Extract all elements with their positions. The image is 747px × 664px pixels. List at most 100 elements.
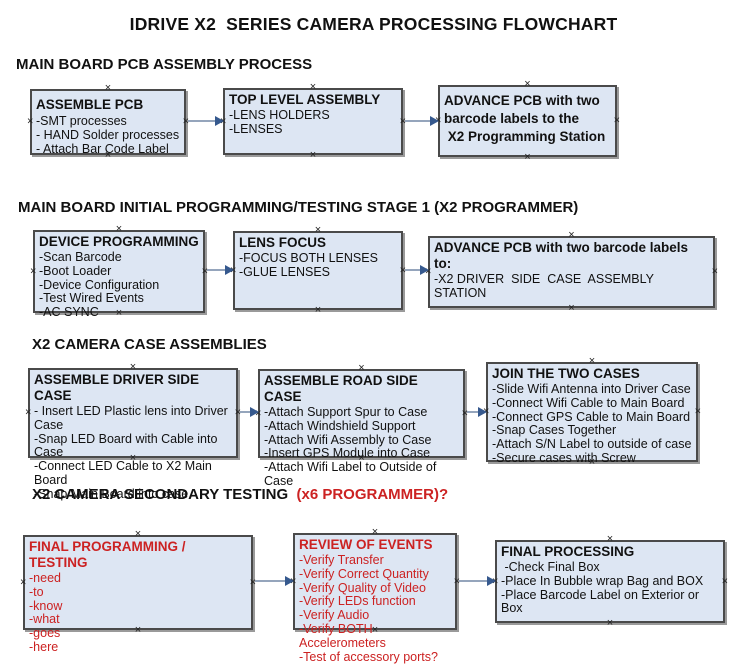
connection-handle[interactable]: ×	[524, 151, 531, 163]
box-item: -LENS HOLDERS	[229, 108, 330, 122]
connection-handle[interactable]: ×	[30, 265, 37, 277]
connection-handle[interactable]: ×	[104, 149, 112, 161]
connection-handle[interactable]: ×	[25, 406, 32, 419]
box-item: - Attach Bar Code Label	[36, 141, 169, 156]
box-title: TOP LEVEL ASSEMBLY	[229, 92, 381, 107]
connection-handle[interactable]: ×	[134, 624, 142, 636]
connection-handle[interactable]: ×	[309, 81, 317, 93]
connection-handle[interactable]: ×	[20, 576, 27, 588]
connection-handle[interactable]: ×	[606, 617, 614, 629]
connection-handle[interactable]: ×	[711, 265, 718, 278]
connection-handle[interactable]: ×	[453, 575, 460, 587]
connection-handle[interactable]: ×	[314, 304, 322, 316]
box-items: -Verify Transfer-Verify Correct Quantity…	[299, 553, 451, 664]
box-final-processing[interactable]: FINAL PROCESSING -Check Final Box-Place …	[492, 534, 728, 629]
box-items: -LENS HOLDERS-LENSES	[229, 108, 397, 137]
box-item: -Verify BOTH Accelerometers	[299, 621, 386, 650]
box-items: - Insert LED Plastic lens into Driver Ca…	[34, 404, 232, 502]
connection-handle[interactable]: ×	[371, 624, 379, 636]
box-item: -Device Configuration	[39, 277, 160, 292]
connection-handle[interactable]: ×	[399, 115, 406, 127]
box-title: ADVANCE PCB with two barcode labels to t…	[444, 93, 606, 144]
connection-handle[interactable]: ×	[358, 362, 365, 374]
box-item: -Snap Main Board into case	[34, 486, 189, 501]
arrow-head-icon	[478, 407, 487, 417]
box-item: - HAND Solder processes	[36, 127, 180, 142]
connection-handle[interactable]: ×	[694, 405, 701, 418]
heading-red-part: (x6 PROGRAMMER)?	[292, 486, 449, 503]
box-item: -Verify Audio	[299, 608, 370, 623]
connection-handle[interactable]: ×	[461, 407, 468, 419]
box-assemble-pcb[interactable]: ASSEMBLE PCB -SMT processes- HAND Solder…	[27, 83, 189, 161]
connection-handle[interactable]: ×	[249, 576, 256, 588]
arrow-head-icon	[250, 407, 259, 417]
box-item: -Attach Wifi Label to Outside of Case	[264, 460, 440, 488]
box-advance-pcb-driver-side-station[interactable]: ADVANCE PCB with two barcode labels to: …	[425, 230, 718, 314]
arrow-head-icon	[285, 576, 294, 586]
connection-handle[interactable]: ×	[309, 149, 317, 161]
section-heading-secondary-testing: X2 CAMERA SECONDARY TESTING (x6 PROGRAMM…	[32, 486, 448, 503]
box-lens-focus[interactable]: LENS FOCUS -FOCUS BOTH LENSES-GLUE LENSE…	[230, 225, 406, 316]
box-item: -what	[29, 612, 60, 627]
box-items: -need-to-know-what-goes-here	[29, 571, 247, 655]
connection-handle[interactable]: ×	[129, 452, 137, 464]
heading-black-part: X2 CAMERA SECONDARY TESTING	[32, 486, 293, 503]
box-item: -Connect Wifi Cable to Main Board	[492, 395, 685, 410]
connection-handle[interactable]: ×	[606, 533, 614, 545]
arrow-line	[459, 580, 488, 582]
connection-handle[interactable]: ×	[234, 406, 241, 419]
box-items: -Scan Barcode-Boot Loader-Device Configu…	[39, 250, 199, 320]
box-items: -SMT processes- HAND Solder processes- A…	[36, 114, 180, 156]
box-items: -FOCUS BOTH LENSES-GLUE LENSES	[239, 251, 397, 280]
connection-handle[interactable]: ×	[613, 114, 620, 127]
box-assemble-driver-side-case[interactable]: ASSEMBLE DRIVER SIDE CASE - Insert LED P…	[25, 362, 241, 501]
box-item: -here	[29, 639, 59, 654]
box-item: -Verify Quality of Video	[299, 580, 426, 595]
connection-handle[interactable]: ×	[524, 78, 531, 90]
box-title: FINAL PROCESSING	[501, 544, 635, 559]
box-item: -need	[29, 571, 61, 585]
arrow-line	[405, 269, 421, 271]
connection-handle[interactable]: ×	[115, 307, 123, 319]
arrow-head-icon	[420, 265, 429, 275]
box-item: -Insert GPS Module into Case	[264, 446, 431, 461]
box-item: -Boot Loader	[39, 263, 112, 278]
box-item: -Secure cases with Screw	[492, 450, 636, 465]
connection-handle[interactable]: ×	[129, 361, 137, 373]
connection-handle[interactable]: ×	[201, 265, 208, 277]
page-title: IDRIVE X2 SERIES CAMERA PROCESSING FLOWC…	[129, 14, 618, 34]
connection-handle[interactable]: ×	[588, 355, 596, 367]
connection-handle[interactable]: ×	[399, 264, 406, 276]
connection-handle[interactable]: ×	[134, 528, 142, 540]
box-item: -Check Final Box	[501, 560, 600, 574]
connection-handle[interactable]: ×	[115, 223, 123, 235]
connection-handle[interactable]: ×	[721, 575, 728, 587]
box-top-level-assembly[interactable]: TOP LEVEL ASSEMBLY -LENS HOLDERS-LENSES …	[220, 82, 406, 161]
box-title: JOIN THE TWO CASES	[492, 366, 640, 381]
box-item: -Verify Correct Quantity	[299, 566, 429, 581]
connection-handle[interactable]: ×	[588, 456, 596, 468]
box-item: - Insert LED Plastic lens into Driver Ca…	[34, 404, 232, 432]
box-assemble-road-side-case[interactable]: ASSEMBLE ROAD SIDE CASE -Attach Support …	[255, 363, 468, 488]
box-join-the-two-cases[interactable]: JOIN THE TWO CASES -Slide Wifi Antenna i…	[483, 356, 701, 468]
box-item: -AC SYNC	[39, 305, 99, 320]
box-title: LENS FOCUS	[239, 235, 327, 250]
box-review-of-events[interactable]: REVIEW OF EVENTS -Verify Transfer-Verify…	[290, 527, 460, 664]
box-advance-pcb-programming-station[interactable]: ADVANCE PCB with two barcode labels to t…	[435, 79, 620, 163]
arrow-head-icon	[215, 116, 224, 126]
box-item: -Verify LEDs function	[299, 594, 416, 609]
box-item: -LENSES	[229, 121, 283, 136]
connection-handle[interactable]: ×	[104, 82, 112, 94]
box-title: ASSEMBLE DRIVER SIDE CASE	[34, 372, 203, 403]
arrow-head-icon	[225, 265, 234, 275]
connection-handle[interactable]: ×	[568, 229, 575, 241]
box-final-programming-testing[interactable]: FINAL PROGRAMMING / TESTING -need-to-kno…	[20, 529, 256, 654]
box-device-programming[interactable]: DEVICE PROGRAMMING -Scan Barcode-Boot Lo…	[30, 224, 208, 319]
connection-handle[interactable]: ×	[371, 526, 379, 538]
connection-handle[interactable]: ×	[27, 115, 34, 128]
connection-handle[interactable]: ×	[358, 452, 365, 464]
connection-handle[interactable]: ×	[182, 115, 189, 128]
connection-handle[interactable]: ×	[568, 302, 575, 314]
connection-handle[interactable]: ×	[314, 224, 322, 236]
